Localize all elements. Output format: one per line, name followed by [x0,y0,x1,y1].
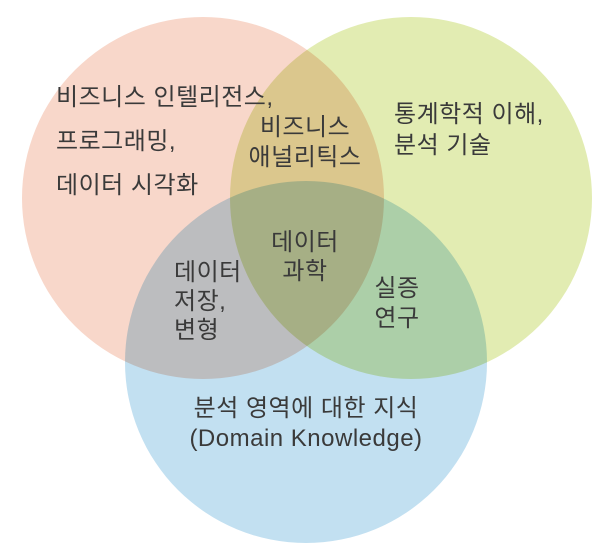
label-line: 비즈니스 [259,114,351,141]
label-line: 애널리틱스 [248,144,362,171]
label-line: 저장, [174,288,227,315]
label-statistics-skills: 통계학적 이해, 분석 기술 [394,99,544,161]
label-line: 분석 기술 [394,132,492,159]
label-line: 프로그래밍, [56,128,177,155]
label-line: 데이터 [271,229,339,256]
label-line: 분석 영역에 대한 지식 [193,395,419,422]
label-business-skills: 비즈니스 인텔리전스, 프로그래밍, 데이터 시각화 [56,76,274,208]
label-line: 통계학적 이해, [394,101,544,128]
label-empirical-research: 실증 연구 [347,274,447,334]
label-line: 실증 [374,275,420,302]
label-line: 연구 [374,305,420,332]
label-line: 변형 [174,317,220,344]
label-line: 데이터 시각화 [56,172,199,199]
venn-circle-domain-knowledge [125,181,487,543]
label-line: (Domain Knowledge) [189,425,423,452]
label-data-storage: 데이터 저장, 변형 [174,258,242,345]
label-line: 데이터 [174,259,242,286]
label-domain-knowledge: 분석 영역에 대한 지식 (Domain Knowledge) [156,394,456,454]
label-line: 과학 [282,258,328,285]
label-line: 비즈니스 인텔리전스, [56,84,274,111]
label-business-analytics: 비즈니스 애널리틱스 [225,113,385,173]
label-data-science: 데이터 과학 [245,228,365,286]
